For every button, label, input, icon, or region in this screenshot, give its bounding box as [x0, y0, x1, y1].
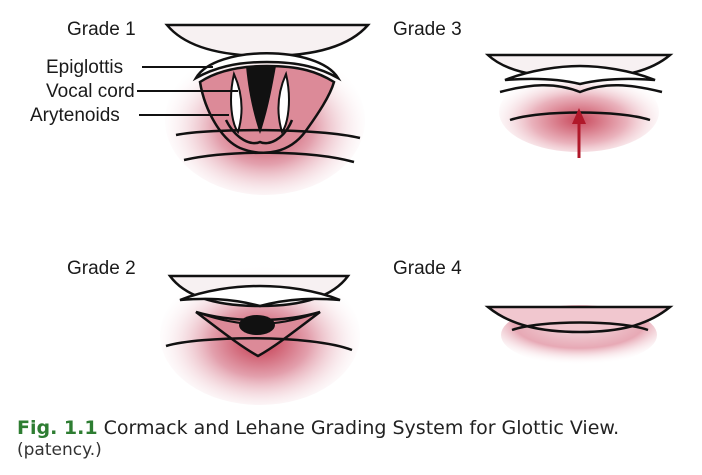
grade2-panel: Grade 2 — [67, 258, 360, 405]
caption-text: Cormack and Lehane Grading System for Gl… — [103, 417, 620, 439]
grade3-label: Grade 3 — [393, 19, 462, 40]
grade3-arrow-head — [572, 108, 586, 124]
grading-diagram: Grade 1 Epiglottis Vocal cord Arytenoids… — [30, 19, 674, 405]
grade4-label: Grade 4 — [393, 258, 462, 279]
figure-caption: Fig. 1.1 Cormack and Lehane Grading Syst… — [17, 416, 689, 460]
grade1-epiglottis — [192, 52, 342, 82]
grade2-label: Grade 2 — [67, 258, 136, 279]
grade1-vocal-cord-right — [277, 70, 290, 135]
grade1-vocal-cord-left — [230, 70, 243, 135]
callout-arytenoids: Arytenoids — [30, 105, 120, 126]
grade3-epiglottis — [504, 64, 656, 86]
grade1-posterior-line — [175, 128, 361, 140]
grade2-epiglottis — [179, 284, 341, 308]
figure-number: Fig. 1.1 — [17, 417, 98, 439]
grade4-panel: Grade 4 — [393, 258, 674, 365]
grade4-lower-line — [511, 321, 649, 332]
grade3-panel: Grade 3 — [393, 19, 674, 158]
grade3-epiglottis-edge — [499, 84, 663, 94]
grade1-panel: Grade 1 Epiglottis Vocal cord Arytenoids — [30, 19, 371, 195]
grade2-lower-line — [165, 337, 353, 352]
grade1-arytenoids — [224, 119, 294, 145]
grade1-tongue-band — [164, 23, 371, 58]
grade2-posterior-opening — [239, 315, 275, 335]
grade1-label: Grade 1 — [67, 19, 136, 40]
grade1-glottic-opening — [246, 66, 276, 134]
grade1-lower-line — [183, 151, 355, 164]
callout-epiglottis: Epiglottis — [46, 57, 123, 78]
caption-subtext: (patency.) — [17, 440, 102, 460]
callout-vocal-cord: Vocal cord — [46, 81, 135, 102]
